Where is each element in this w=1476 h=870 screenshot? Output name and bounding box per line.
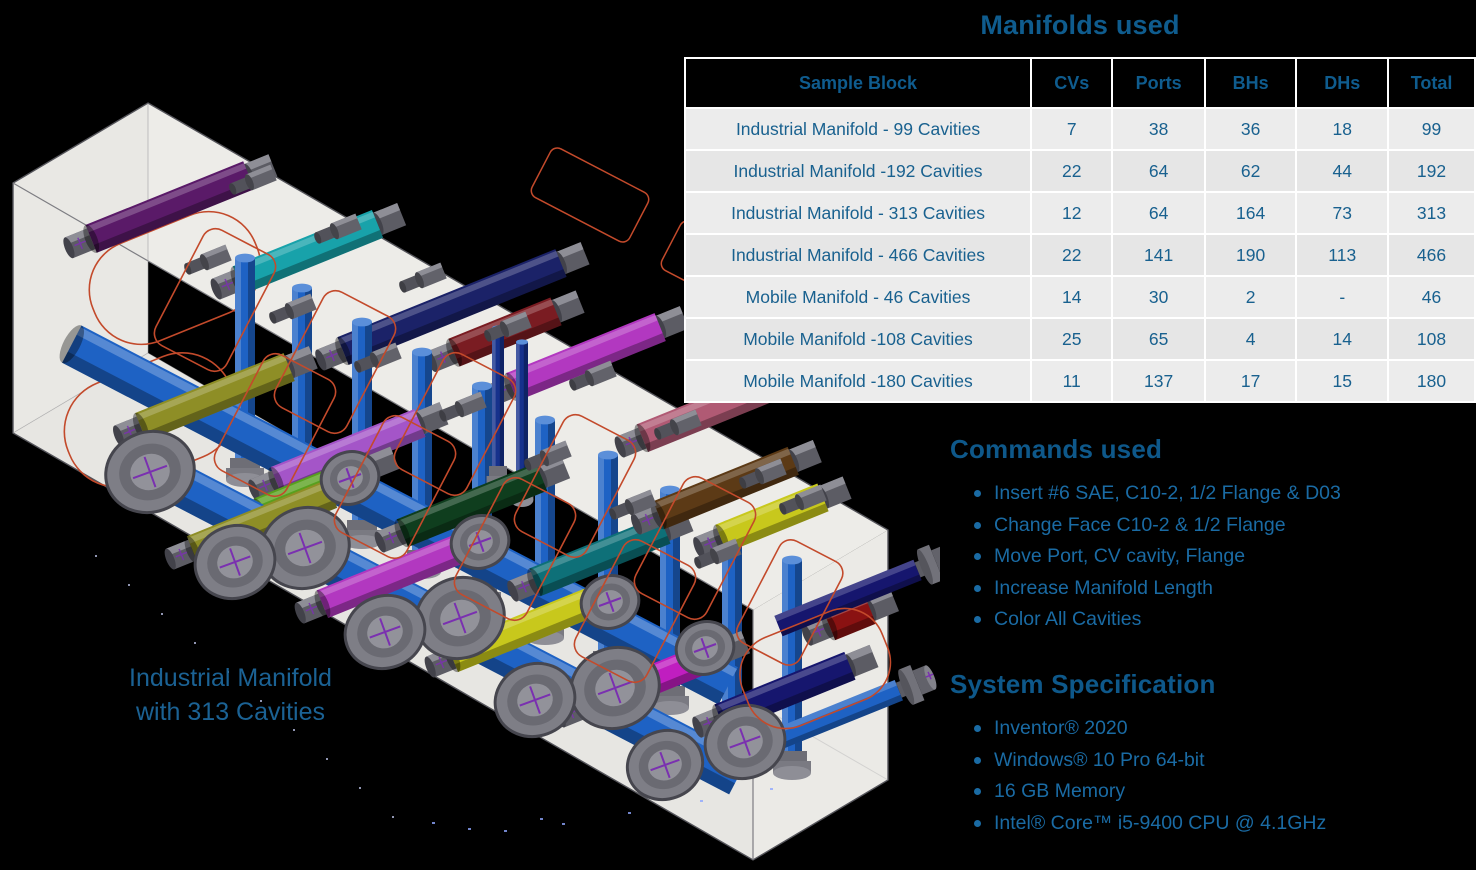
- table-cell: 190: [1203, 233, 1298, 277]
- table-cell: 15: [1295, 359, 1390, 403]
- table-cell: 22: [1030, 149, 1114, 193]
- bullet-icon: [974, 553, 981, 560]
- table-cell: 64: [1111, 191, 1206, 235]
- bullet-icon: [974, 819, 981, 827]
- table-cell: 99: [1387, 107, 1476, 151]
- list-item: Intel® Core™ i5-9400 CPU @ 4.1GHz: [950, 808, 1326, 840]
- table-cell: Industrial Manifold - 466 Cavities: [683, 233, 1033, 277]
- table-cell: 46: [1387, 275, 1476, 319]
- system-spec-heading: System Specification: [950, 669, 1216, 699]
- table-cell: -: [1295, 275, 1390, 319]
- table-header-cell: CVs: [1030, 57, 1114, 109]
- table-cell: 25: [1030, 317, 1114, 361]
- list-item-label: Windows® 10 Pro 64-bit: [994, 748, 1205, 771]
- table-cell: 12: [1030, 191, 1114, 235]
- table-cell: Industrial Manifold - 313 Cavities: [683, 191, 1033, 235]
- commands-heading: Commands used: [950, 434, 1163, 464]
- table-cell: 62: [1203, 149, 1298, 193]
- table-cell: 4: [1203, 317, 1298, 361]
- list-item-label: Increase Manifold Length: [994, 576, 1213, 599]
- table-cell: Mobile Manifold - 46 Cavities: [683, 275, 1033, 319]
- table-cell: 73: [1295, 191, 1390, 235]
- bullet-icon: [974, 521, 981, 529]
- table-cell: 44: [1295, 149, 1390, 193]
- bullet-icon: [974, 490, 981, 497]
- list-item: Windows® 10 Pro 64-bit: [950, 745, 1326, 777]
- table-title: Manifolds used: [980, 10, 1180, 40]
- table-cell: 22: [1030, 233, 1114, 277]
- list-item: Insert #6 SAE, C10-2, 1/2 Flange & D03: [950, 478, 1341, 510]
- list-item-label: Color All Cavities: [994, 608, 1142, 630]
- list-item: 16 GB Memory: [950, 776, 1326, 808]
- model-caption-line2: with 313 Cavities: [136, 698, 325, 726]
- table-cell: 466: [1387, 233, 1476, 277]
- bullet-icon: [974, 788, 981, 795]
- list-item-label: Insert #6 SAE, C10-2, 1/2 Flange & D03: [994, 482, 1341, 504]
- table-header-cell: Total: [1387, 57, 1476, 109]
- bullet-icon: [974, 756, 981, 764]
- table-cell: 38: [1111, 107, 1206, 151]
- table-cell: 14: [1295, 317, 1390, 361]
- table-header-cell: BHs: [1203, 57, 1298, 109]
- table-cell: 313: [1387, 191, 1476, 235]
- manifold-3d-render: [12, 102, 940, 861]
- table-cell: 30: [1111, 275, 1206, 319]
- table-header-cell: DHs: [1295, 57, 1390, 109]
- commands-section: Commands used Insert #6 SAE, C10-2, 1/2 …: [950, 434, 1341, 636]
- list-item: Increase Manifold Length: [950, 573, 1341, 605]
- table-cell: 17: [1203, 359, 1298, 403]
- table-cell: 2: [1203, 275, 1298, 319]
- table-cell: 164: [1203, 191, 1298, 235]
- table-cell: 108: [1387, 317, 1476, 361]
- bullet-icon: [974, 725, 981, 732]
- list-item-label: Inventor® 2020: [994, 717, 1128, 739]
- table-cell: 192: [1387, 149, 1476, 193]
- table-header-cell: Ports: [1111, 57, 1206, 109]
- bullet-icon: [974, 584, 981, 592]
- table-cell: 64: [1111, 149, 1206, 193]
- table-cell: Industrial Manifold - 99 Cavities: [683, 107, 1033, 151]
- bullet-icon: [974, 616, 981, 623]
- table-cell: 11: [1030, 359, 1114, 403]
- list-item-label: 16 GB Memory: [994, 780, 1126, 802]
- list-item-label: Change Face C10-2 & 1/2 Flange: [994, 513, 1286, 536]
- table-header-cell: Sample Block: [683, 57, 1033, 109]
- model-caption-line1: Industrial Manifold: [129, 664, 332, 692]
- table-cell: Industrial Manifold -192 Cavities: [683, 149, 1033, 193]
- table-cell: 180: [1387, 359, 1476, 403]
- table-cell: Mobile Manifold -108 Cavities: [683, 317, 1033, 361]
- model-caption: Industrial Manifold with 313 Cavities: [88, 661, 373, 729]
- table-cell: 137: [1111, 359, 1206, 403]
- table-cell: 14: [1030, 275, 1114, 319]
- table-cell: 36: [1203, 107, 1298, 151]
- table-cell: 113: [1295, 233, 1390, 277]
- list-item-label: Move Port, CV cavity, Flange: [994, 545, 1246, 567]
- list-item: Inventor® 2020: [950, 713, 1326, 745]
- table-cell: 7: [1030, 107, 1114, 151]
- table-cell: Mobile Manifold -180 Cavities: [683, 359, 1033, 403]
- list-item-label: Intel® Core™ i5-9400 CPU @ 4.1GHz: [994, 811, 1327, 834]
- table-cell: 141: [1111, 233, 1206, 277]
- list-item: Color All Cavities: [950, 604, 1341, 636]
- list-item: Move Port, CV cavity, Flange: [950, 541, 1341, 573]
- list-item: Change Face C10-2 & 1/2 Flange: [950, 510, 1341, 542]
- table-cell: 18: [1295, 107, 1390, 151]
- table-cell: 65: [1111, 317, 1206, 361]
